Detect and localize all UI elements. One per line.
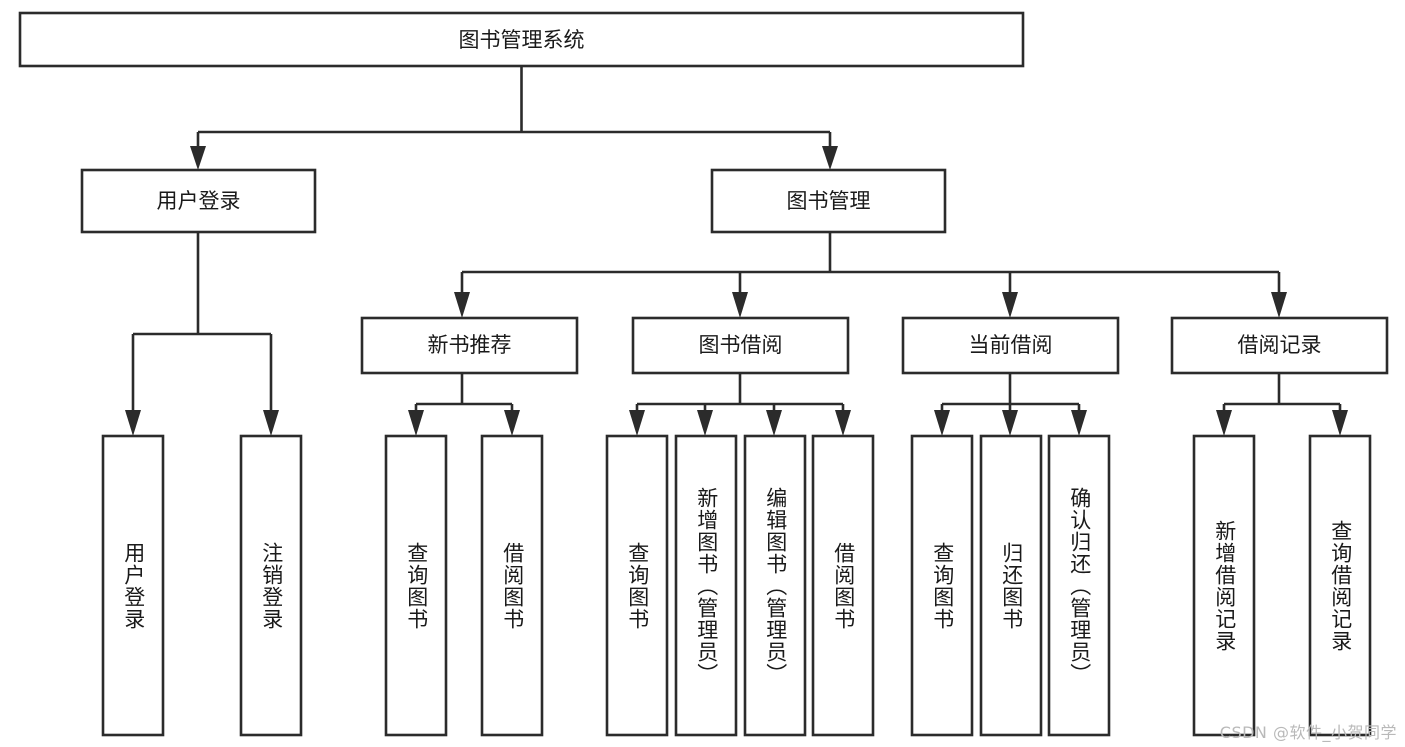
arrow-head-bookborrow-leaf-4	[835, 410, 851, 436]
arrow-head-userlogin	[190, 146, 206, 170]
node-book-management-box[interactable]	[710, 168, 947, 234]
arrow-head-new-book	[454, 292, 470, 318]
arrow-head-bookborrow-leaf-2	[697, 410, 713, 436]
leaf-box-current-return-book[interactable]	[979, 434, 1043, 737]
leaf-box-record-query[interactable]	[1308, 434, 1372, 737]
arrow-head-borrow-record	[1271, 292, 1287, 318]
node-borrow-record-label: 借阅记录	[1238, 333, 1322, 357]
node-new-book-recommend-box[interactable]	[360, 316, 579, 375]
arrow-head-book-borrow	[732, 292, 748, 318]
leaf-box-newbook-query-book[interactable]	[384, 434, 448, 737]
leaf-box-borrow-borrow-book[interactable]	[811, 434, 875, 737]
node-new-book-recommend-label: 新书推荐	[428, 333, 512, 357]
arrow-head-newbook-leaf-2	[504, 410, 520, 436]
node-root-box[interactable]	[18, 11, 1025, 68]
node-user-login-label: 用户登录	[157, 189, 241, 213]
arrow-head-leaf-logout	[263, 410, 279, 436]
connector-layer	[125, 66, 1348, 436]
arrow-head-bookmgmt	[822, 146, 838, 170]
arrow-head-leaf-user-login	[125, 410, 141, 436]
node-current-borrow-box[interactable]	[901, 316, 1120, 375]
leaf-box-borrow-query-book[interactable]	[605, 434, 669, 737]
arrow-head-borrowrecord-leaf-2	[1332, 410, 1348, 436]
arrow-head-current-borrow	[1002, 292, 1018, 318]
arrow-head-bookborrow-leaf-3	[766, 410, 782, 436]
leaf-box-current-confirm-return[interactable]	[1047, 434, 1111, 737]
leaf-box-logout[interactable]	[239, 434, 303, 737]
arrow-head-currentborrow-leaf-1	[934, 410, 950, 436]
node-book-management-label: 图书管理	[787, 189, 871, 213]
arrow-head-currentborrow-leaf-3	[1071, 410, 1087, 436]
node-user-login-box[interactable]	[80, 168, 317, 234]
csdn-watermark: CSDN @软件_小贺同学	[1219, 723, 1397, 742]
leaf-box-current-query-book[interactable]	[910, 434, 974, 737]
arrow-head-currentborrow-leaf-2	[1002, 410, 1018, 436]
leaf-box-user-login[interactable]	[101, 434, 165, 737]
node-borrow-record-box[interactable]	[1170, 316, 1389, 375]
leaf-box-borrow-add-book[interactable]	[674, 434, 738, 737]
node-layer: 图书管理系统 用户登录 图书管理 新书推荐 图书借阅 当前借阅 借阅记录	[18, 11, 1389, 737]
node-root-label: 图书管理系统	[459, 28, 585, 52]
arrow-head-bookborrow-leaf-1	[629, 410, 645, 436]
node-book-borrow-box[interactable]	[631, 316, 850, 375]
node-book-borrow-label: 图书借阅	[699, 333, 783, 357]
leaf-box-record-add[interactable]	[1192, 434, 1256, 737]
arrow-head-newbook-leaf-1	[408, 410, 424, 436]
node-current-borrow-label: 当前借阅	[969, 333, 1053, 357]
arrow-head-borrowrecord-leaf-1	[1216, 410, 1232, 436]
leaf-box-newbook-borrow-book[interactable]	[480, 434, 544, 737]
leaf-box-borrow-edit-book[interactable]	[743, 434, 807, 737]
